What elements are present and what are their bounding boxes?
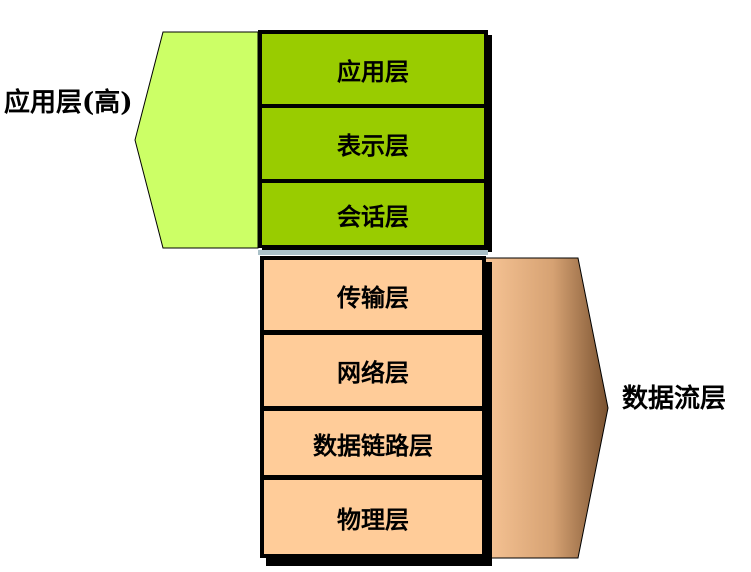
- layer-block-network: [264, 335, 482, 406]
- layer-block-session: [262, 183, 484, 245]
- layer-label-session: 会话层: [337, 201, 409, 231]
- layer-block-physical: [264, 480, 482, 554]
- lower-group-label: 数据流层: [622, 384, 727, 414]
- layer-label-presentation: 表示层: [337, 131, 409, 160]
- group-separator: [258, 250, 488, 255]
- lower-group-bracket: [484, 257, 609, 559]
- layer-block-application: [262, 34, 484, 104]
- layer-label-application: 应用层: [337, 56, 409, 86]
- layer-block-datalink: [264, 411, 482, 475]
- layer-label-physical: 物理层: [337, 504, 409, 534]
- layer-label-datalink: 数据链路层: [313, 430, 433, 460]
- upper-group-bracket: [134, 31, 259, 249]
- upper-group-label: 应用层(高): [4, 88, 133, 118]
- layer-block-presentation: [262, 108, 484, 179]
- layer-block-transport: [264, 260, 482, 330]
- layer-label-transport: 传输层: [337, 282, 409, 312]
- layer-label-network: 网络层: [337, 358, 409, 387]
